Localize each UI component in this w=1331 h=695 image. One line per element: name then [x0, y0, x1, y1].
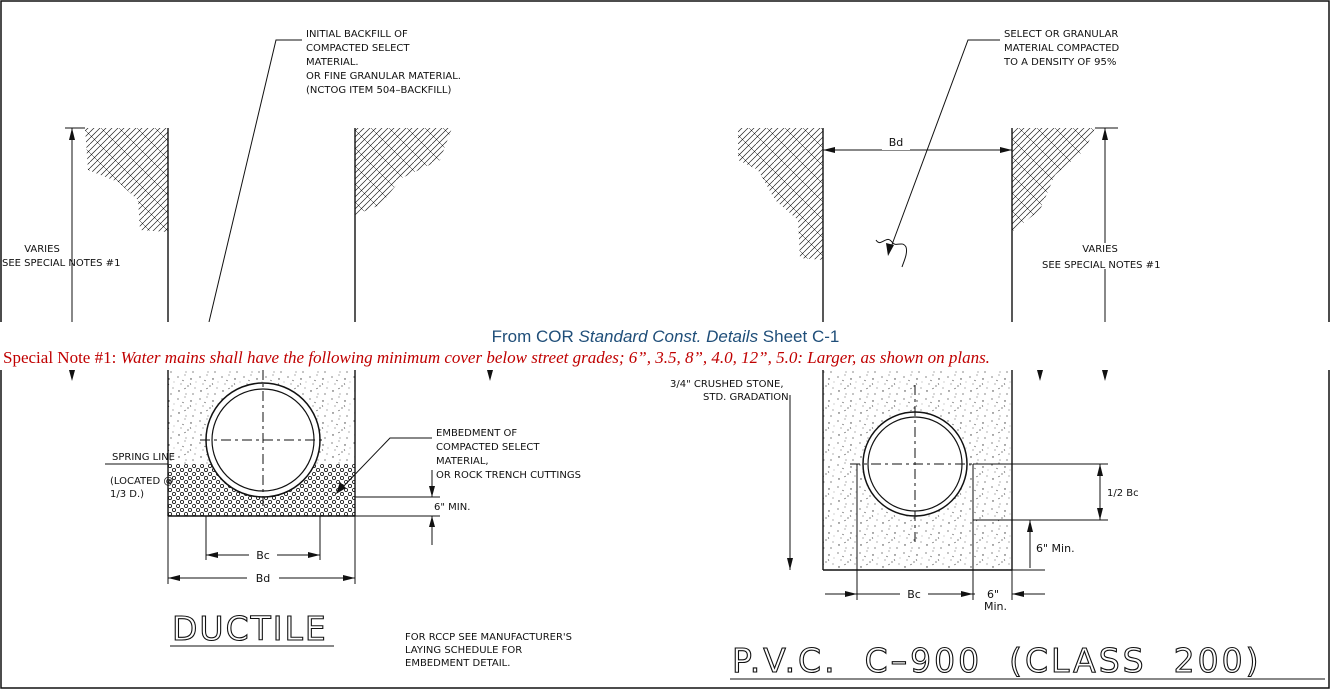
embedment-note-line: MATERIAL, — [436, 456, 489, 467]
embedment-note-line: EMBEDMENT OF — [436, 428, 517, 439]
arrowhead — [487, 370, 493, 381]
backfill-note-line: INITIAL BACKFILL OF — [306, 29, 408, 40]
arrowhead — [69, 370, 75, 381]
pvc-title: P.V.C. C–900 (CLASS 200) — [732, 641, 1261, 680]
arrowhead — [1102, 128, 1108, 140]
spring-line-label: SPRING LINE — [112, 452, 175, 463]
stone-note-line: 3/4" CRUSHED STONE, — [670, 379, 784, 390]
soil-hatch-right — [1012, 128, 1095, 232]
half-bc-label: 1/2 Bc — [1107, 488, 1139, 499]
ductile-section — [69, 370, 493, 584]
see-special-notes-label: SEE SPECIAL NOTES #1 — [1042, 260, 1160, 271]
varies-label: VARIES — [24, 244, 60, 255]
spring-line-label: (LOCATED @ — [110, 476, 173, 487]
ductile-trench-upper — [65, 39, 452, 323]
caption-prefix: From COR — [491, 327, 579, 346]
arrowhead — [429, 516, 435, 527]
embedment-note-line: OR ROCK TRENCH CUTTINGS — [436, 470, 581, 481]
arrowhead — [343, 575, 355, 581]
backfill-leader — [208, 39, 302, 323]
stone-note-line: STD. GRADATION — [703, 392, 789, 403]
bc-label: Bc — [907, 588, 921, 601]
arrowhead — [787, 558, 793, 570]
rccp-note-line: EMBEDMENT DETAIL. — [405, 658, 510, 669]
arrowhead — [1097, 464, 1103, 476]
pvc-trench-upper — [738, 39, 1118, 322]
arrowhead — [69, 128, 75, 140]
backfill-note-line: COMPACTED SELECT — [306, 43, 410, 54]
min-label: Min. — [984, 600, 1007, 613]
arrowhead — [206, 552, 218, 558]
label-mask — [247, 571, 279, 585]
backfill-note-line: MATERIAL. — [306, 57, 359, 68]
arrowhead — [845, 591, 857, 597]
granular-note-line: SELECT OR GRANULAR — [1004, 29, 1118, 40]
soil-hatch-left — [738, 128, 823, 260]
bd-label: Bd — [889, 136, 904, 149]
label-mask — [882, 136, 910, 150]
soil-hatch-left — [85, 128, 168, 232]
six-in-label: 6" — [987, 588, 999, 601]
backfill-note-line: OR FINE GRANULAR MATERIAL. — [306, 71, 461, 82]
source-caption: From COR Standard Const. Details Sheet C… — [0, 327, 1331, 347]
varies-label: VARIES — [1082, 244, 1118, 255]
label-mask — [1085, 243, 1130, 269]
arrowhead — [1037, 370, 1043, 381]
spring-line-label: 1/3 D.) — [110, 489, 144, 500]
arrowhead — [336, 482, 346, 494]
caption-banner — [0, 322, 1331, 370]
embedment-leader — [339, 437, 432, 491]
special-note-text: Water mains shall have the following min… — [120, 348, 990, 367]
label-mask — [30, 245, 54, 267]
rccp-note-line: LAYING SCHEDULE FOR — [405, 645, 522, 656]
arrowhead — [1027, 520, 1033, 532]
arrowhead — [961, 591, 973, 597]
special-note: Special Note #1: Water mains shall have … — [3, 348, 1331, 368]
ductile-title: DUCTILE — [172, 609, 328, 648]
arrowhead — [1000, 147, 1012, 153]
six-min-label: 6" Min. — [1036, 542, 1075, 555]
arrowhead — [168, 575, 180, 581]
rccp-note-line: FOR RCCP SEE MANUFACTURER'S — [405, 632, 572, 643]
arrowhead — [429, 486, 435, 497]
arrowhead — [1102, 370, 1108, 381]
arrowhead — [308, 552, 320, 558]
arrowhead — [1012, 591, 1024, 597]
arrowhead — [823, 147, 835, 153]
pvc-section — [787, 370, 1108, 600]
break-symbol — [875, 238, 907, 268]
arrowhead — [886, 243, 894, 256]
caption-suffix: Sheet C-1 — [758, 327, 840, 346]
bd-label: Bd — [256, 572, 271, 585]
six-min-label: 6" MIN. — [434, 502, 470, 513]
soil-hatch-right — [355, 128, 452, 215]
granular-note-line: TO A DENSITY OF 95% — [1003, 57, 1116, 68]
granular-leader — [889, 39, 1000, 251]
arrowhead — [1097, 508, 1103, 520]
embedment-note-line: COMPACTED SELECT — [436, 442, 540, 453]
label-mask — [900, 587, 928, 601]
see-special-notes-label: SEE SPECIAL NOTES #1 — [2, 258, 120, 269]
backfill-note-line: (NCTOG ITEM 504–BACKFILL) — [306, 85, 451, 96]
caption-italic: Standard Const. Details — [578, 327, 759, 346]
label-mask — [249, 548, 277, 562]
special-note-label: Special Note #1: — [3, 348, 121, 367]
granular-note-line: MATERIAL COMPACTED — [1004, 43, 1120, 54]
bc-label: Bc — [256, 549, 270, 562]
